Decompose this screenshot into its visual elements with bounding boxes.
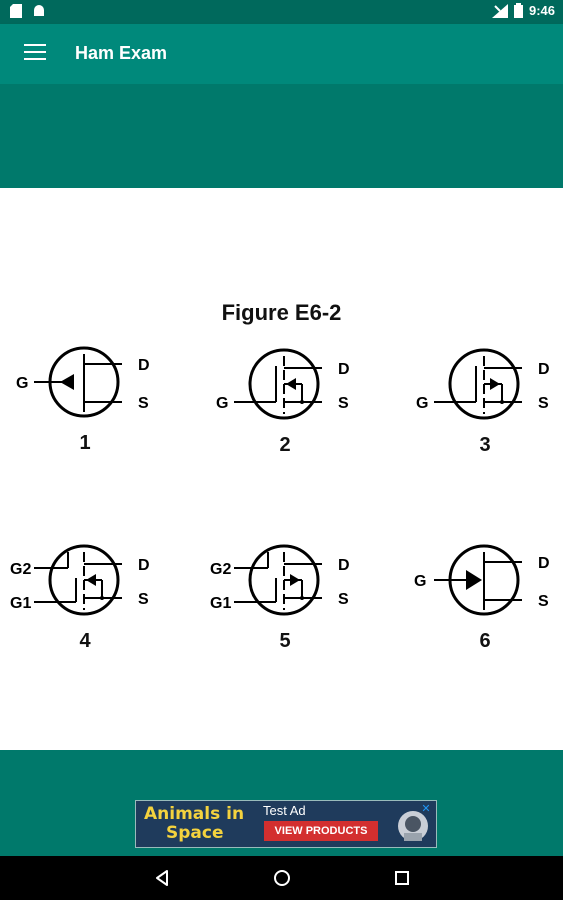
status-bar: 9:46 [0,0,563,24]
label-g1: G1 [10,595,31,612]
figure-title: Figure E6-2 [221,300,342,325]
figure-number: 4 [79,630,91,652]
label-g: G [414,573,426,590]
mosfet-symbol-3: G D S [416,348,550,420]
figure-number: 2 [279,434,291,456]
figure-item-1: G D S 1 [10,336,160,466]
label-g: G [16,375,28,392]
figure-item-2: G D S 2 [210,338,360,468]
ad-headline: Animals in Space [144,805,244,843]
figure-item-4: G2 G1 D S 4 [10,534,160,664]
battery-icon [513,3,523,18]
menu-icon[interactable] [24,44,46,64]
sd-card-icon [10,4,22,18]
figure-number: 3 [479,434,491,456]
ad-label: Test Ad [261,803,308,818]
label-d: D [538,361,550,378]
figure-number: 5 [279,630,291,652]
label-d: D [138,357,150,374]
mosfet-symbol-2: G D S [216,348,350,420]
figure-number: 6 [479,630,491,652]
astronaut-icon [398,811,428,841]
mosfet-symbol-5: G2 G1 D S [210,544,350,616]
home-icon[interactable] [270,866,294,890]
label-g1: G1 [210,595,231,612]
status-time: 9:46 [528,3,555,18]
label-s: S [138,591,149,608]
ad-headline-line1: Animals in [144,804,245,824]
mosfet-symbol-4: G2 G1 D S [10,544,150,616]
label-d: D [338,557,350,574]
android-icon [34,5,44,16]
label-d: D [538,555,550,572]
app-title: Ham Exam [75,43,168,63]
label-g: G [216,395,228,412]
view-products-button[interactable]: VIEW PRODUCTS [264,821,378,841]
ad-banner[interactable]: Animals in Space Test Ad VIEW PRODUCTS ✕ [135,800,437,848]
ad-headline-line2: Space [166,823,224,843]
figure-area: Figure E6-2 G D S 1 G [0,188,563,750]
label-g2: G2 [10,561,31,578]
label-d: D [138,557,150,574]
label-s: S [138,395,149,412]
top-band [0,84,563,188]
app-bar: Ham Exam [0,24,563,84]
label-g: G [416,395,428,412]
ad-close-icon[interactable]: ✕ [421,803,431,815]
label-s: S [338,591,349,608]
label-s: S [538,395,549,412]
notification-icons [10,4,46,18]
figure-item-5: G2 G1 D S 5 [210,534,360,664]
label-g2: G2 [210,561,231,578]
figure-item-6: G D S 6 [410,534,560,664]
signal-icon [491,3,508,18]
label-s: S [538,593,549,610]
mosfet-symbol-1: G D S [16,346,150,418]
label-s: S [338,395,349,412]
label-d: D [338,361,350,378]
navigation-bar [0,856,563,900]
recents-icon[interactable] [390,866,414,890]
back-icon[interactable] [150,866,174,890]
figure-number: 1 [79,432,91,454]
mosfet-symbol-6: G D S [414,544,550,616]
figure-item-3: G D S 3 [410,338,560,468]
